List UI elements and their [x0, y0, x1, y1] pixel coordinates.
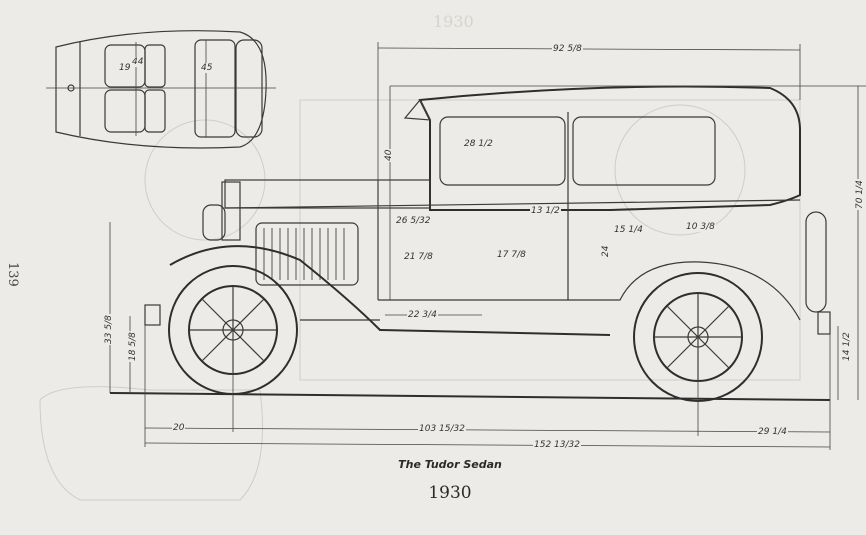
car-side-view [109, 42, 866, 450]
dim-45: 45 [200, 63, 214, 73]
drawing-year: 1930 [428, 483, 472, 503]
dim-13: 13 1/2 [530, 206, 561, 216]
dim-overall-body-length: 92 5/8 [552, 44, 583, 54]
drawing-caption: The Tudor Sedan [398, 458, 502, 471]
radiator-grille [263, 228, 345, 280]
top-view [46, 30, 276, 149]
dim-overall-length: 152 13/32 [533, 440, 581, 450]
dim-26: 26 5/32 [395, 216, 432, 226]
dim-rear-bumper-height: 14 1/2 [842, 331, 852, 362]
dim-24: 24 [601, 244, 611, 258]
dim-overall-height: 70 1/4 [855, 179, 865, 210]
dim-rear-overhang: 29 1/4 [757, 427, 788, 437]
dim-wheelbase: 103 15/32 [418, 424, 466, 434]
dim-front-overhang: 20 [172, 423, 186, 433]
dim-15: 15 1/4 [613, 225, 644, 235]
dim-19: 19 [118, 63, 132, 73]
page-number: 139 [5, 262, 20, 287]
dim-front-height: 33 5/8 [104, 314, 114, 345]
ghost-year-bleedthrough: 1930 [433, 12, 474, 31]
dim-17: 17 7/8 [496, 250, 527, 260]
dim-window-width: 28 1/2 [463, 139, 494, 149]
dim-cowl-height: 40 [384, 148, 394, 162]
dim-running-board: 22 3/4 [407, 310, 438, 320]
dim-21: 21 7/8 [403, 252, 434, 262]
dim-44: 44 [131, 57, 145, 67]
dim-10: 10 3/8 [685, 222, 716, 232]
dim-bumper-height: 18 5/8 [128, 331, 138, 362]
